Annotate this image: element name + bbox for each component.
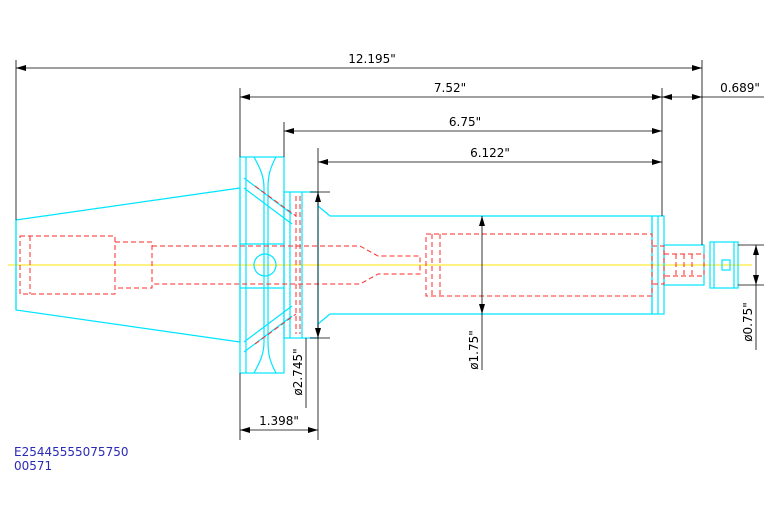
part-code-line-2: 00571: [14, 459, 53, 473]
dim-diameter-0-75: ø0.75": [741, 302, 755, 342]
dim-length-1-398: 1.398": [259, 414, 299, 428]
dimension-lines: [15, 60, 764, 440]
dim-diameter-1-75: ø1.75": [467, 330, 481, 370]
dim-length-6-122: 6.122": [470, 146, 510, 160]
dim-length-6-75: 6.75": [449, 115, 481, 129]
part-code-line-1: E25445555075750: [14, 445, 129, 459]
internal-hidden-lines: [19, 185, 705, 345]
dim-overall-length: 12.195": [348, 52, 396, 66]
dim-length-0-689: 0.689": [720, 81, 760, 95]
dim-length-7-52: 7.52": [434, 81, 466, 95]
dim-diameter-2-745: ø2.745": [291, 348, 305, 395]
